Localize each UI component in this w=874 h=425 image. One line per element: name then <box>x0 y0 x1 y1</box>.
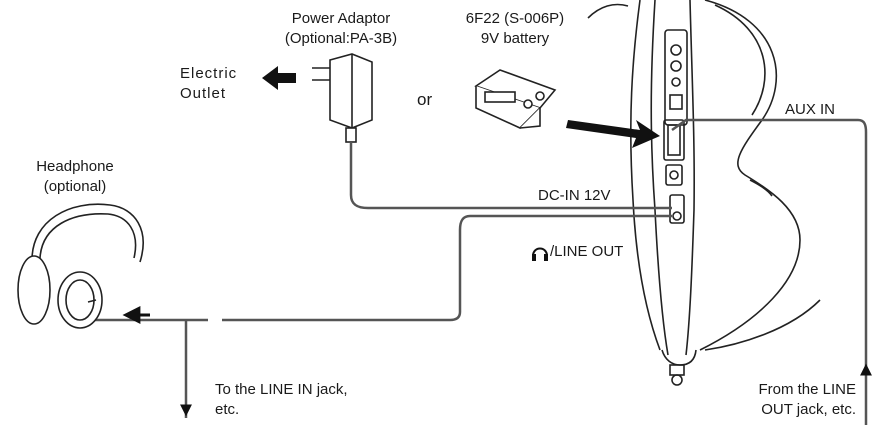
power-adaptor-label: Power Adaptor (Optional:PA-3B) <box>266 9 416 49</box>
outlet-arrow <box>262 66 296 90</box>
power-adaptor-title: Power Adaptor <box>291 10 391 27</box>
battery-label: 6F22 (S-006P) 9V battery <box>455 9 575 49</box>
or-label: or <box>417 90 433 109</box>
electric-outlet-line1: Electric <box>180 65 238 82</box>
battery-insert-arrow <box>566 120 660 148</box>
headphone <box>17 203 144 329</box>
aux-in-label: AUX IN <box>785 101 836 118</box>
headphone-icon <box>532 247 548 261</box>
adaptor-cable <box>349 142 672 210</box>
battery <box>474 69 557 129</box>
from-line-out-label: From the LINE OUT jack, etc. <box>716 380 856 420</box>
battery-type: 9V battery <box>480 30 550 47</box>
battery-model: 6F22 (S-006P) <box>465 10 565 27</box>
power-adaptor <box>312 53 373 143</box>
from-line-out-line2: OUT jack, etc. <box>761 401 856 418</box>
aux-in-cable <box>671 118 868 425</box>
electric-outlet-line2: Outlet <box>180 85 227 102</box>
violin-body <box>587 0 821 386</box>
line-out-cable <box>222 214 672 322</box>
electric-outlet-label: Electric Outlet <box>180 64 237 104</box>
to-line-in-line1: To the LINE IN jack, <box>215 381 348 398</box>
dc-in-label: DC-IN 12V <box>538 187 611 204</box>
headphone-label: Headphone (optional) <box>20 157 130 197</box>
line-out-label: /LINE OUT <box>550 243 624 260</box>
headphone-label-line1: Headphone <box>36 158 114 175</box>
from-line-out-line1: From the LINE <box>758 381 856 398</box>
to-line-in-label: To the LINE IN jack, etc. <box>215 380 348 420</box>
headphone-label-line2: (optional) <box>43 178 107 195</box>
to-line-in-line2: etc. <box>215 401 240 418</box>
power-adaptor-model: (Optional:PA-3B) <box>284 30 398 47</box>
